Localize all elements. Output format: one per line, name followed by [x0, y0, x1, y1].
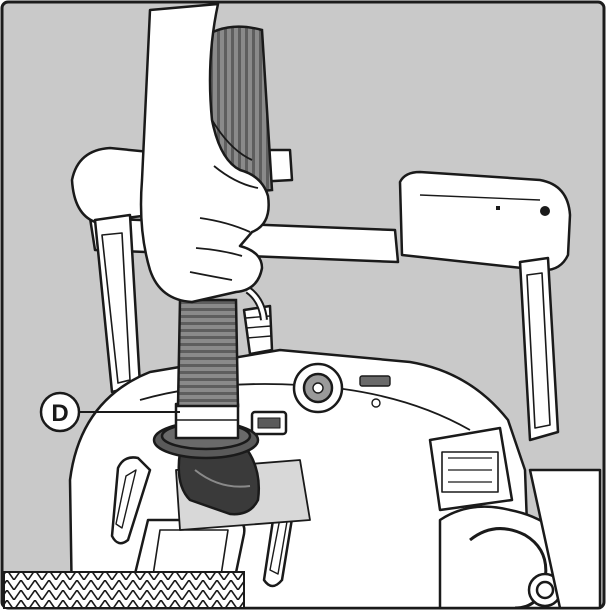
- brush-tread: [3, 571, 245, 609]
- callout-label: D: [51, 400, 68, 427]
- hand-illustration: [139, 2, 270, 304]
- callout-circle: [39, 391, 81, 433]
- carry-handle: [70, 146, 572, 442]
- callout-d: D: [39, 391, 180, 433]
